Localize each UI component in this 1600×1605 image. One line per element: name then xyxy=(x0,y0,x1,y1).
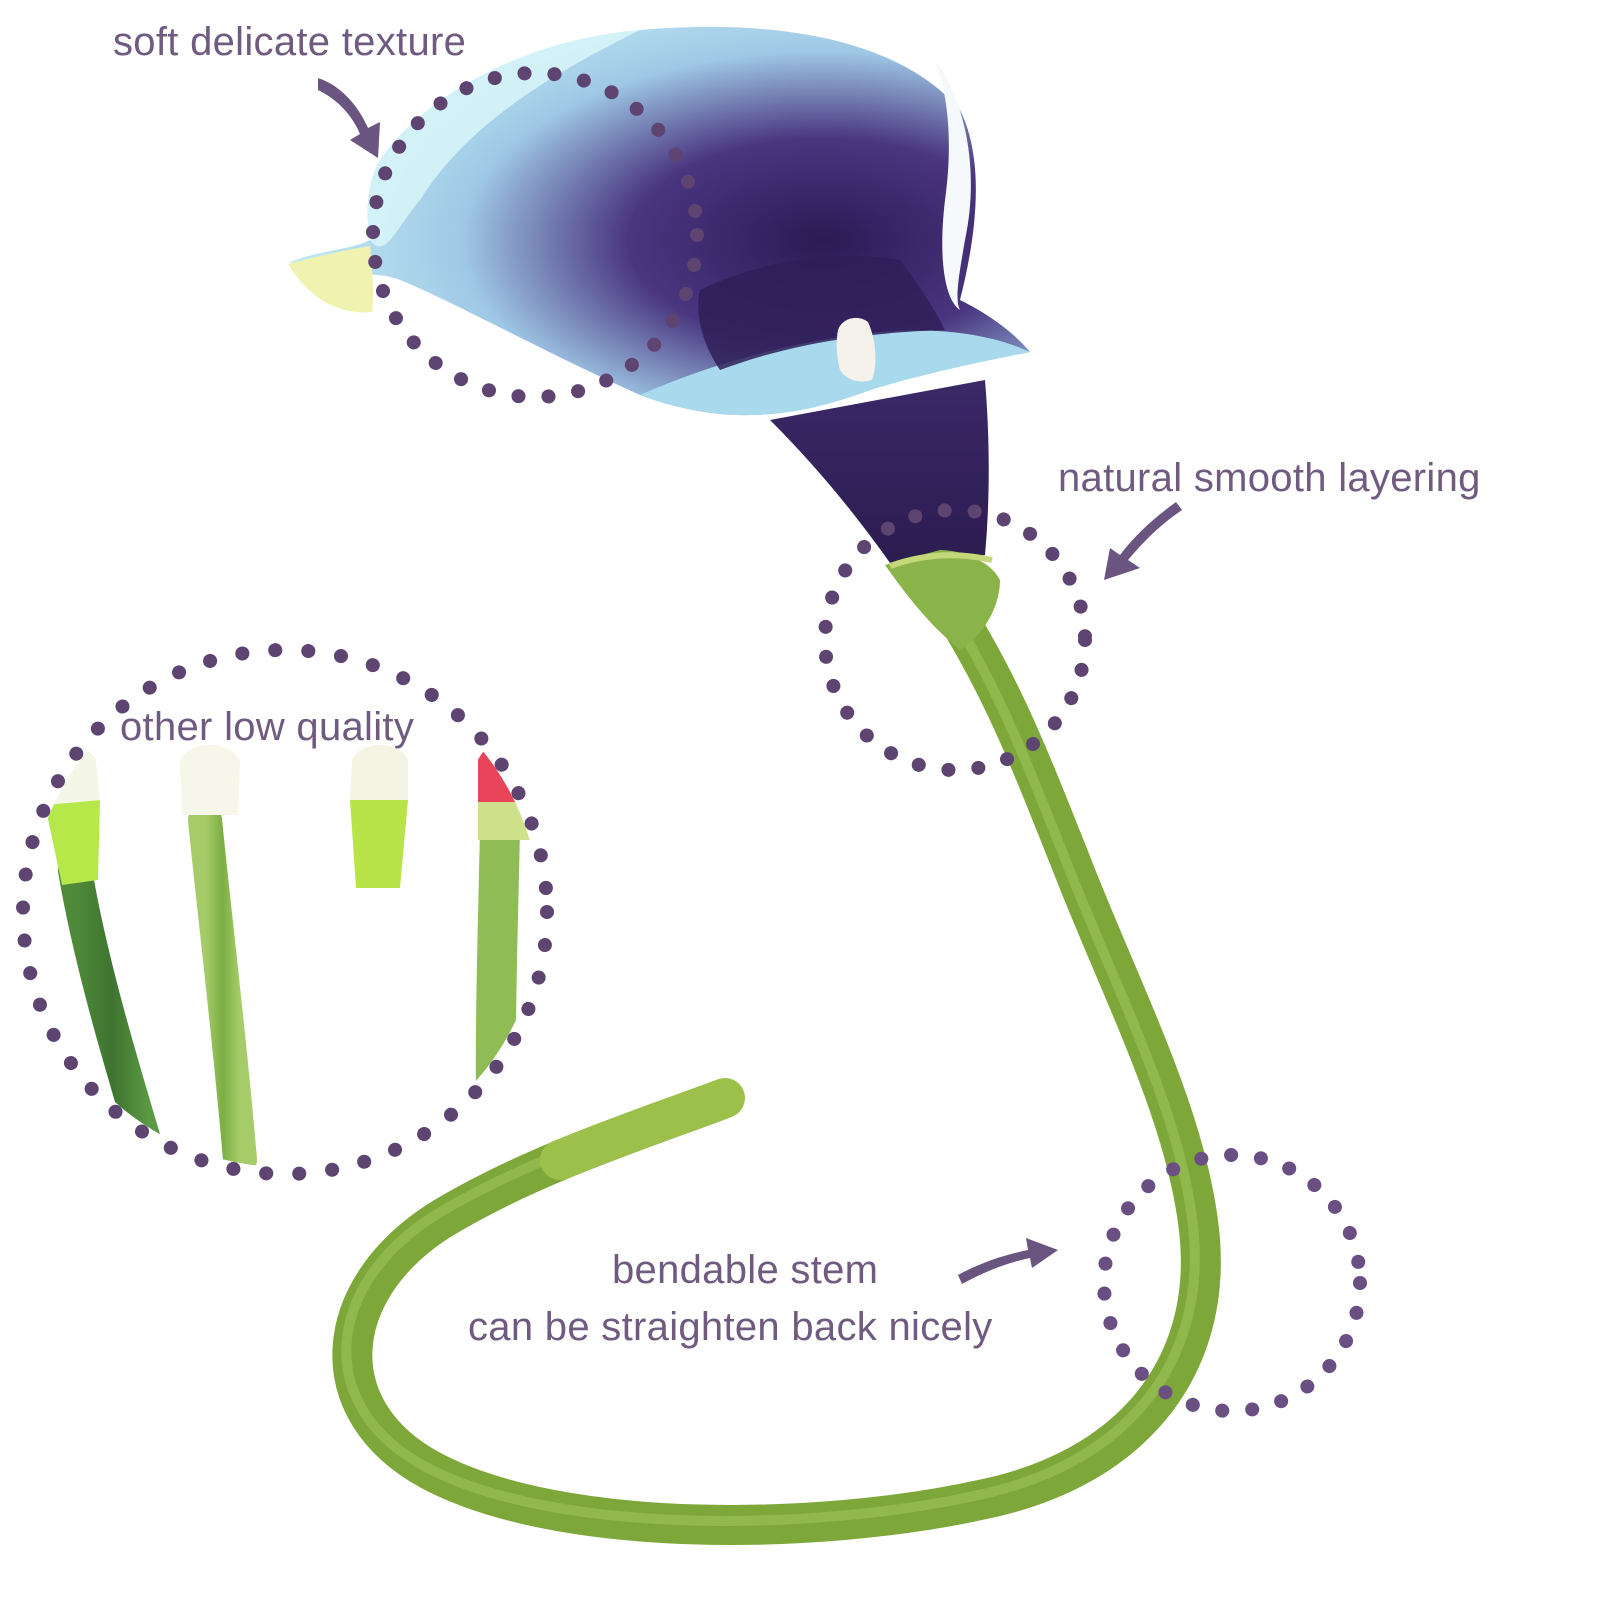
curved-arrow-icon xyxy=(1104,502,1182,580)
straighten-annotation: can be straighten back nicely xyxy=(468,1305,993,1349)
low-quality-comparison xyxy=(30,657,540,1167)
curved-arrow-icon xyxy=(318,78,380,158)
texture-annotation: soft delicate texture xyxy=(113,20,467,64)
texture-highlight-ring xyxy=(366,66,704,404)
sample-stem-2 xyxy=(180,745,257,1167)
main-stem xyxy=(332,570,1221,1545)
low-quality-annotation: other low quality xyxy=(120,705,415,749)
curved-arrow-icon xyxy=(958,1238,1058,1284)
bendable-stem-annotation: bendable stem xyxy=(612,1248,879,1292)
low-quality-highlight-ring xyxy=(16,643,554,1181)
layering-highlight-ring xyxy=(818,503,1092,777)
bendable-highlight-ring xyxy=(1097,1148,1367,1418)
sample-stem-3 xyxy=(350,745,408,1167)
calla-lily-flower xyxy=(288,26,1030,650)
layering-annotation: natural smooth layering xyxy=(1058,456,1481,500)
